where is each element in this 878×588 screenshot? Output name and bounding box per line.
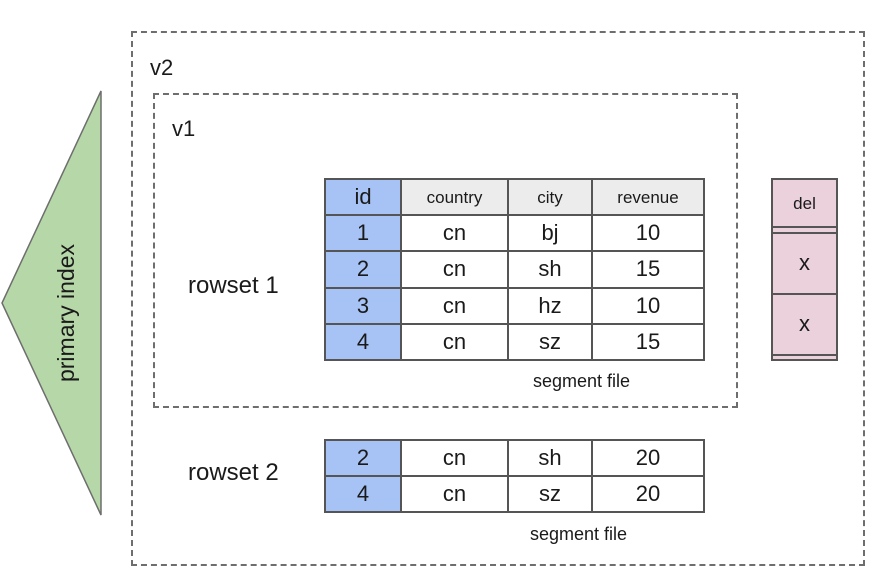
delete-vector-table: del x x: [771, 177, 838, 362]
table-row: 4 cn sz 15: [324, 322, 705, 362]
cell-revenue: 15: [591, 322, 705, 362]
cell-country: cn: [400, 214, 509, 253]
table-header-row: id country city revenue: [324, 177, 705, 217]
delete-vector-header: del: [771, 177, 838, 229]
cell-city: hz: [507, 286, 593, 325]
cell-revenue: 10: [591, 286, 705, 325]
column-header-city: city: [507, 177, 593, 217]
delete-vector-cell: x: [771, 292, 838, 356]
rowset-2-label: rowset 2: [188, 459, 279, 486]
version-v2-label: v2: [150, 55, 174, 80]
cell-revenue: 15: [591, 250, 705, 289]
cell-id: 2: [324, 439, 402, 477]
column-header-country: country: [400, 177, 509, 217]
delete-vector-cell: [771, 353, 838, 362]
cell-id: 1: [324, 214, 402, 253]
delete-vector-cell: x: [771, 231, 838, 295]
rowset-2-segment-table: 2 cn sh 20 4 cn sz 20: [324, 439, 705, 513]
table-row: 4 cn sz 20: [324, 475, 705, 513]
delete-vector-cell: [771, 226, 838, 234]
cell-country: cn: [400, 322, 509, 362]
cell-id: 3: [324, 286, 402, 325]
table-row: 2 cn sh 20: [324, 439, 705, 477]
column-header-id: id: [324, 177, 402, 217]
cell-country: cn: [400, 286, 509, 325]
cell-revenue: 20: [591, 439, 705, 477]
rowset-1-label: rowset 1: [188, 272, 279, 299]
cell-country: cn: [400, 475, 509, 513]
rowset-1-segment-table: id country city revenue 1 cn bj 10 2 cn …: [324, 177, 705, 362]
table-row: 3 cn hz 10: [324, 286, 705, 325]
table-row: 1 cn bj 10: [324, 214, 705, 253]
cell-city: bj: [507, 214, 593, 253]
version-v1-box: [153, 93, 738, 408]
primary-index-label: primary index: [53, 243, 79, 382]
table-row: 2 cn sh 15: [324, 250, 705, 289]
segment-file-label-2: segment file: [530, 524, 628, 544]
cell-country: cn: [400, 439, 509, 477]
cell-city: sz: [507, 322, 593, 362]
cell-id: 2: [324, 250, 402, 289]
primary-index-shape: [1, 90, 102, 516]
cell-city: sh: [507, 439, 593, 477]
version-v1-label: v1: [172, 116, 196, 141]
cell-id: 4: [324, 475, 402, 513]
cell-revenue: 10: [591, 214, 705, 253]
segment-file-label-1: segment file: [533, 371, 631, 391]
column-header-revenue: revenue: [591, 177, 705, 217]
cell-city: sh: [507, 250, 593, 289]
cell-city: sz: [507, 475, 593, 513]
version-v2-box: [131, 31, 865, 566]
cell-country: cn: [400, 250, 509, 289]
cell-revenue: 20: [591, 475, 705, 513]
cell-id: 4: [324, 322, 402, 362]
